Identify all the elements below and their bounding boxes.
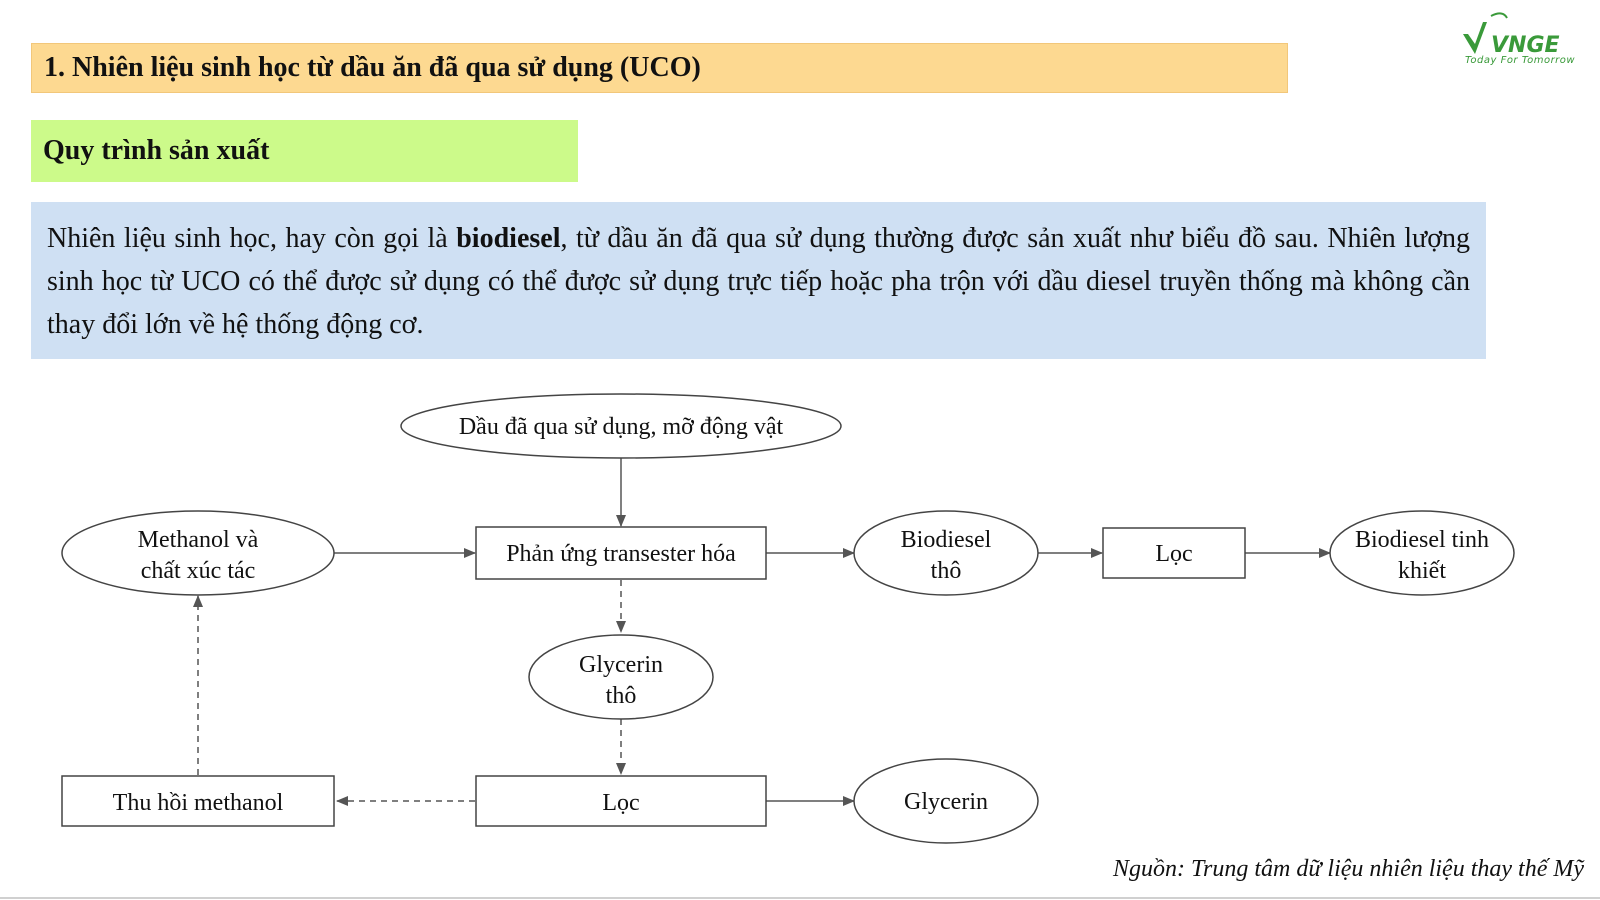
node-glycerin-label: Glycerin bbox=[904, 789, 988, 815]
section-title: 1. Nhiên liệu sinh học từ dầu ăn đã qua … bbox=[31, 43, 1288, 93]
node-transester-label: Phản ứng transester hóa bbox=[506, 541, 736, 567]
description-text-cont: , từ dầu ăn đã qua sử dụng thường được s… bbox=[47, 223, 1471, 340]
node-crude-glycerin-label-1: Glycerin bbox=[579, 652, 663, 678]
description-text: Nhiên liệu sinh học, hay còn gọi là bbox=[47, 223, 457, 254]
node-crude-biodiesel-label-1: Biodiesel bbox=[901, 527, 992, 553]
node-pure-biodiesel: Biodiesel tinh khiết bbox=[1329, 510, 1515, 596]
logo-tagline: Today For Tomorrow bbox=[1465, 55, 1576, 66]
node-filter-top-label: Lọc bbox=[1155, 541, 1192, 567]
logo-brand: VNGE bbox=[1491, 33, 1560, 58]
node-glycerin: Glycerin bbox=[853, 758, 1039, 844]
node-filter-bottom-label: Lọc bbox=[602, 790, 639, 816]
node-pure-biodiesel-label-2: khiết bbox=[1398, 558, 1446, 584]
node-filter-bottom: Lọc bbox=[475, 775, 767, 827]
node-transesterification: Phản ứng transester hóa bbox=[475, 526, 767, 580]
source-citation: Nguồn: Trung tâm dữ liệu nhiên liệu thay… bbox=[1112, 856, 1584, 882]
description-bold-term: biodiesel bbox=[456, 223, 561, 254]
node-crude-biodiesel: Biodiesel thô bbox=[853, 510, 1039, 596]
node-crude-biodiesel-label-2: thô bbox=[931, 558, 962, 584]
node-used-oil: Dầu đã qua sử dụng, mỡ động vật bbox=[400, 393, 842, 459]
node-methanol-recovery: Thu hồi methanol bbox=[61, 775, 335, 827]
bottom-divider bbox=[0, 897, 1600, 899]
node-methanol-label-2: chất xúc tác bbox=[141, 558, 256, 584]
node-crude-glycerin: Glycerin thô bbox=[528, 634, 714, 720]
node-crude-glycerin-label-2: thô bbox=[606, 683, 637, 709]
node-used-oil-label: Dầu đã qua sử dụng, mỡ động vật bbox=[459, 414, 784, 440]
vnge-logo: VNGE bbox=[1463, 12, 1560, 58]
node-methanol-recovery-label: Thu hồi methanol bbox=[113, 790, 284, 816]
node-methanol-label-1: Methanol và bbox=[138, 527, 259, 553]
description-box: Nhiên liệu sinh học, hay còn gọi là biod… bbox=[31, 202, 1486, 359]
section-subtitle: Quy trình sản xuất bbox=[31, 120, 578, 182]
node-pure-biodiesel-label-1: Biodiesel tinh bbox=[1355, 527, 1489, 553]
node-filter-top: Lọc bbox=[1102, 527, 1246, 579]
node-methanol-catalyst: Methanol và chất xúc tác bbox=[61, 510, 335, 596]
